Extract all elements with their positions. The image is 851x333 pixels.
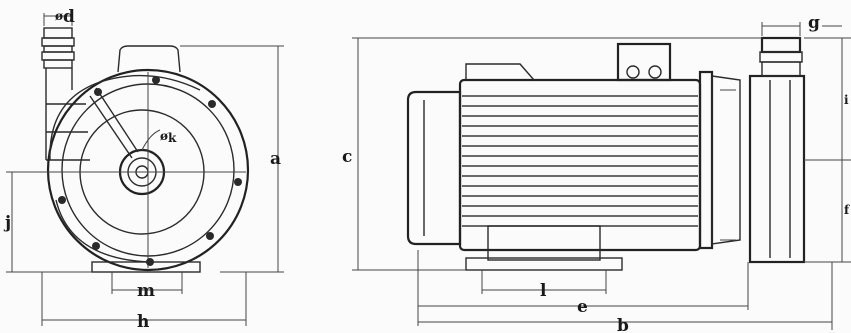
dimension-i: i f — [804, 37, 851, 263]
lifting-lug — [117, 45, 181, 73]
dimension-l: l — [482, 281, 606, 301]
front-view: ø d a j ø k m — [3, 7, 284, 332]
side-view: c g i f l e — [342, 13, 851, 333]
label-j: j — [3, 213, 11, 233]
dimension-k: ø k — [141, 129, 177, 151]
label-i: i — [844, 93, 849, 107]
terminal-box — [616, 42, 672, 82]
dimension-c: c — [342, 37, 762, 271]
lifting-eye — [465, 63, 535, 81]
adapter-flange — [698, 70, 714, 250]
label-c: c — [342, 147, 352, 167]
cooling-fins — [462, 95, 698, 227]
pump-casing-side — [748, 74, 806, 264]
dimension-b: b — [418, 262, 833, 333]
svg-text:ø: ø — [55, 9, 63, 23]
casing-outline — [46, 68, 250, 272]
dimension-h: h — [41, 272, 247, 332]
label-b: b — [617, 316, 629, 333]
dimension-a: a — [180, 45, 284, 273]
label-l: l — [540, 281, 547, 301]
svg-text:f: f — [844, 203, 850, 217]
motor-end-cap — [406, 90, 462, 246]
dimension-g: g — [761, 13, 842, 36]
side-outlet — [760, 36, 802, 54]
label-e: e — [577, 297, 588, 317]
label-a: a — [270, 149, 281, 169]
svg-text:ø: ø — [160, 129, 168, 143]
label-k: k — [168, 131, 177, 145]
label-g: g — [808, 13, 820, 33]
dimension-d: ø d — [43, 7, 75, 27]
label-d: d — [63, 7, 75, 27]
front-base — [91, 261, 201, 273]
dimension-j: j — [3, 171, 92, 273]
label-h: h — [137, 312, 149, 332]
dimension-m: m — [111, 272, 183, 301]
dimension-e: e — [417, 250, 749, 326]
label-m: m — [137, 281, 155, 301]
motor-foot — [487, 225, 601, 261]
